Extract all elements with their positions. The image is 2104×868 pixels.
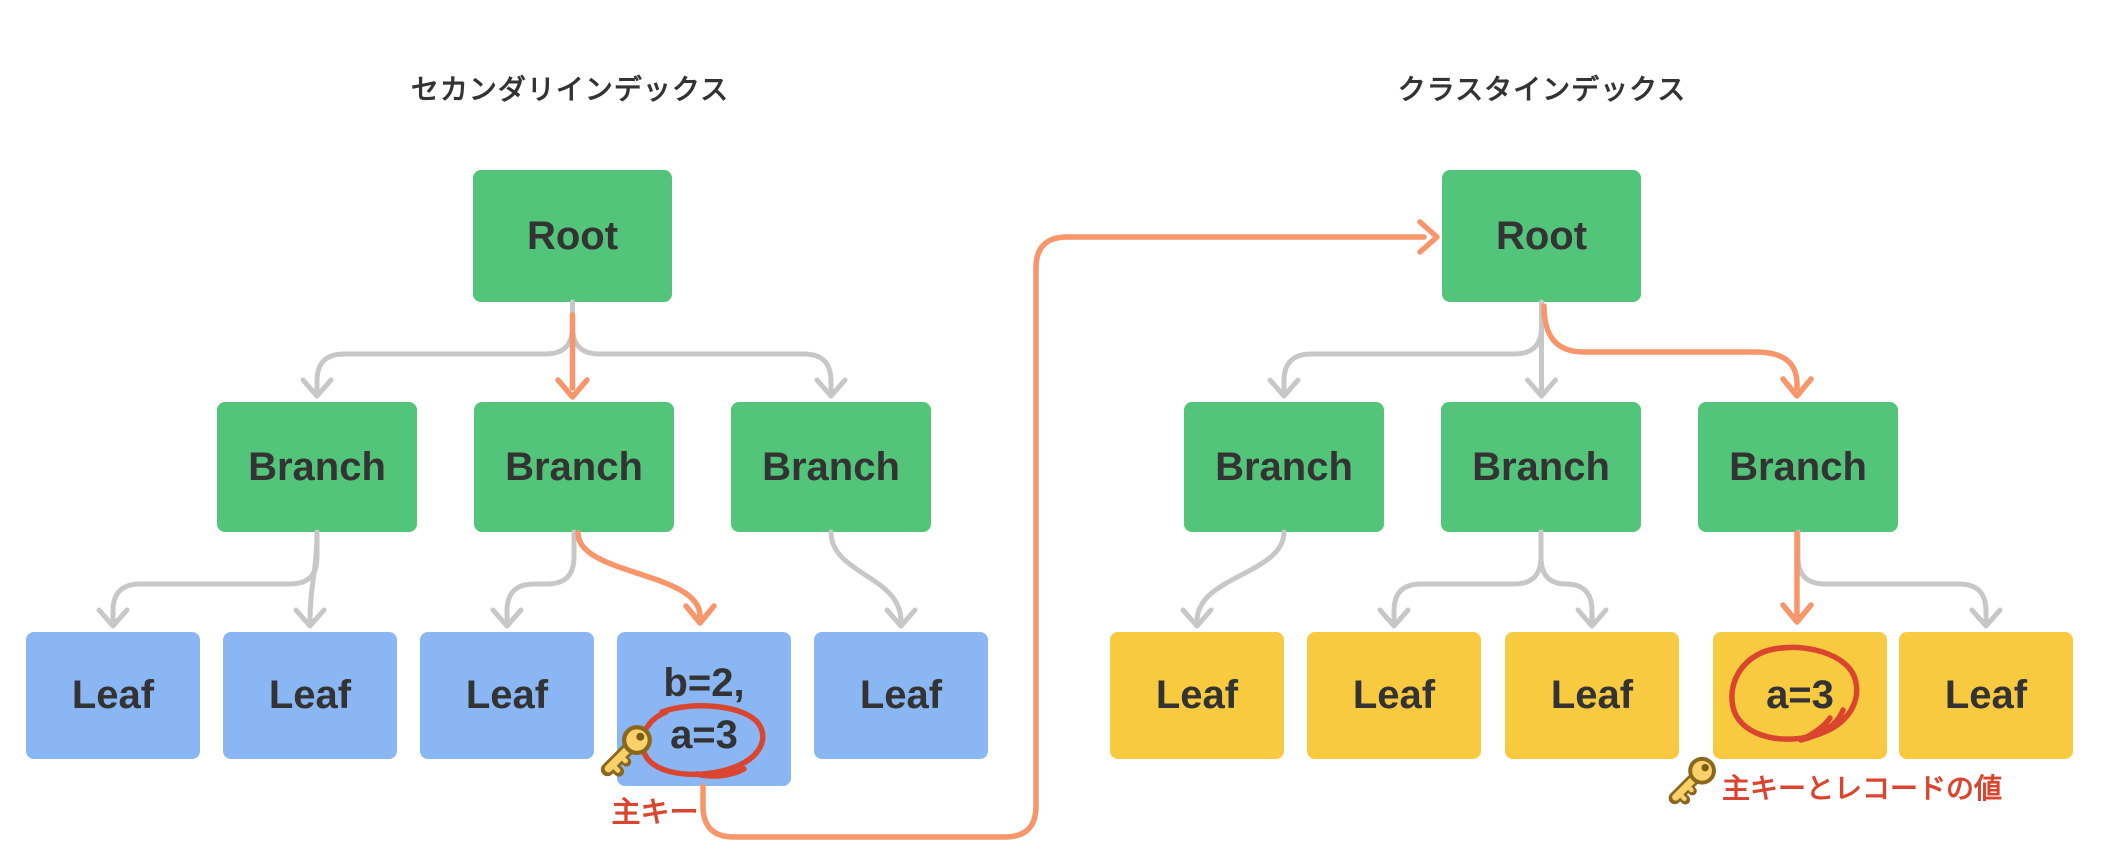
left-leaf-node-2: Leaf <box>223 632 397 759</box>
left-leaf-node-3: Leaf <box>420 632 594 759</box>
right-leaf-node-3: Leaf <box>1505 632 1679 759</box>
node-label: Root <box>526 213 619 258</box>
right-arrow-branch2-to-leaf2 <box>1377 529 1544 629</box>
leaf-value: a=3 <box>1766 673 1834 717</box>
left-arrow-branch2-to-leaf3 <box>490 529 577 629</box>
left-arrow-branch1-to-leaf1 <box>96 529 320 629</box>
left-branch-node-2: Branch <box>474 402 674 532</box>
arrowhead-down-icon <box>555 377 590 400</box>
node-label: Leaf <box>1550 673 1634 717</box>
leaf-value-line1: b=2, <box>663 661 745 705</box>
arrowhead-down-icon <box>1780 376 1814 399</box>
right-search-arrow-root-to-branch3 <box>1541 303 1814 399</box>
left-branch-node-1: Branch <box>217 402 417 532</box>
right-primary-key-annotation: 主キーとレコードの値 <box>1722 773 2003 804</box>
left-arrow-root-to-branch1 <box>300 299 575 399</box>
arrowhead-down-icon <box>96 607 130 629</box>
right-leaf-node-1: Leaf <box>1110 632 1284 759</box>
right-root-node: Root <box>1442 170 1641 302</box>
arrowhead-down-icon <box>293 607 327 629</box>
right-branch-node-3: Branch <box>1698 402 1898 532</box>
arrowhead-down-icon <box>1969 607 2003 629</box>
node-label: Branch <box>1729 444 1867 489</box>
left-leaf-node-4-result: b=2, a=3 <box>617 632 791 786</box>
node-label: Leaf <box>1155 673 1239 717</box>
node-label: Leaf <box>1944 673 2028 717</box>
left-leaf-node-1: Leaf <box>26 632 200 759</box>
arrowhead-down-icon <box>1575 607 1609 629</box>
left-search-arrow-branch2-to-leaf4 <box>575 530 717 626</box>
node-label: Leaf <box>268 673 352 717</box>
right-arrow-branch1-to-leaf1 <box>1180 529 1287 629</box>
node-label: Leaf <box>465 673 549 717</box>
arrowhead-down-icon <box>1525 377 1558 399</box>
right-branch-node-2: Branch <box>1441 402 1641 532</box>
right-arrow-branch2-to-leaf3 <box>1538 529 1609 629</box>
left-branch-node-3: Branch <box>731 402 931 532</box>
arrowhead-down-icon <box>884 607 918 629</box>
left-arrow-branch3-to-leaf5 <box>828 529 918 629</box>
arrowhead-down-icon <box>300 377 334 399</box>
right-arrow-root-to-branch1 <box>1267 299 1544 399</box>
left-arrow-branch1-to-leaf2 <box>293 529 327 629</box>
node-label: Branch <box>248 444 386 489</box>
arrowhead-down-icon <box>490 607 524 629</box>
right-branch-node-1: Branch <box>1184 402 1384 532</box>
right-search-arrow-branch3-to-leaf4 <box>1780 530 1814 625</box>
left-search-arrow-root-to-branch2 <box>555 312 590 400</box>
node-label: Leaf <box>71 673 155 717</box>
node-label: Branch <box>1472 444 1610 489</box>
leaf-value-line2: a=3 <box>670 713 738 757</box>
node-label: Leaf <box>1352 673 1436 717</box>
right-tree-title: クラスタインデックス <box>1397 74 1687 105</box>
node-label: Branch <box>1215 444 1353 489</box>
left-leaf-node-5: Leaf <box>814 632 988 759</box>
right-arrow-branch3-to-leaf5 <box>1795 529 2003 629</box>
left-primary-key-annotation: 主キー <box>611 797 699 829</box>
arrowhead-down-icon <box>1267 377 1301 399</box>
arrowhead-down-icon <box>1377 607 1411 629</box>
right-arrow-root-to-branch2 <box>1525 299 1558 399</box>
arrowhead-down-icon <box>814 377 848 399</box>
right-leaf-node-2: Leaf <box>1307 632 1481 759</box>
node-label: Branch <box>505 444 643 489</box>
left-tree-title: セカンダリインデックス <box>410 74 730 105</box>
left-arrow-root-to-branch3 <box>570 299 848 399</box>
right-leaf-node-4-result: a=3 <box>1713 632 1887 759</box>
arrowhead-right-icon <box>1417 219 1440 255</box>
node-label: Leaf <box>859 673 943 717</box>
node-label: Root <box>1495 213 1588 258</box>
arrowhead-down-icon <box>683 603 717 626</box>
key-icon <box>1668 756 1716 805</box>
arrowhead-down-icon <box>1780 602 1814 625</box>
left-root-node: Root <box>473 170 672 302</box>
right-leaf-node-5: Leaf <box>1899 632 2073 759</box>
arrowhead-down-icon <box>1180 607 1214 629</box>
node-label: Branch <box>762 444 900 489</box>
